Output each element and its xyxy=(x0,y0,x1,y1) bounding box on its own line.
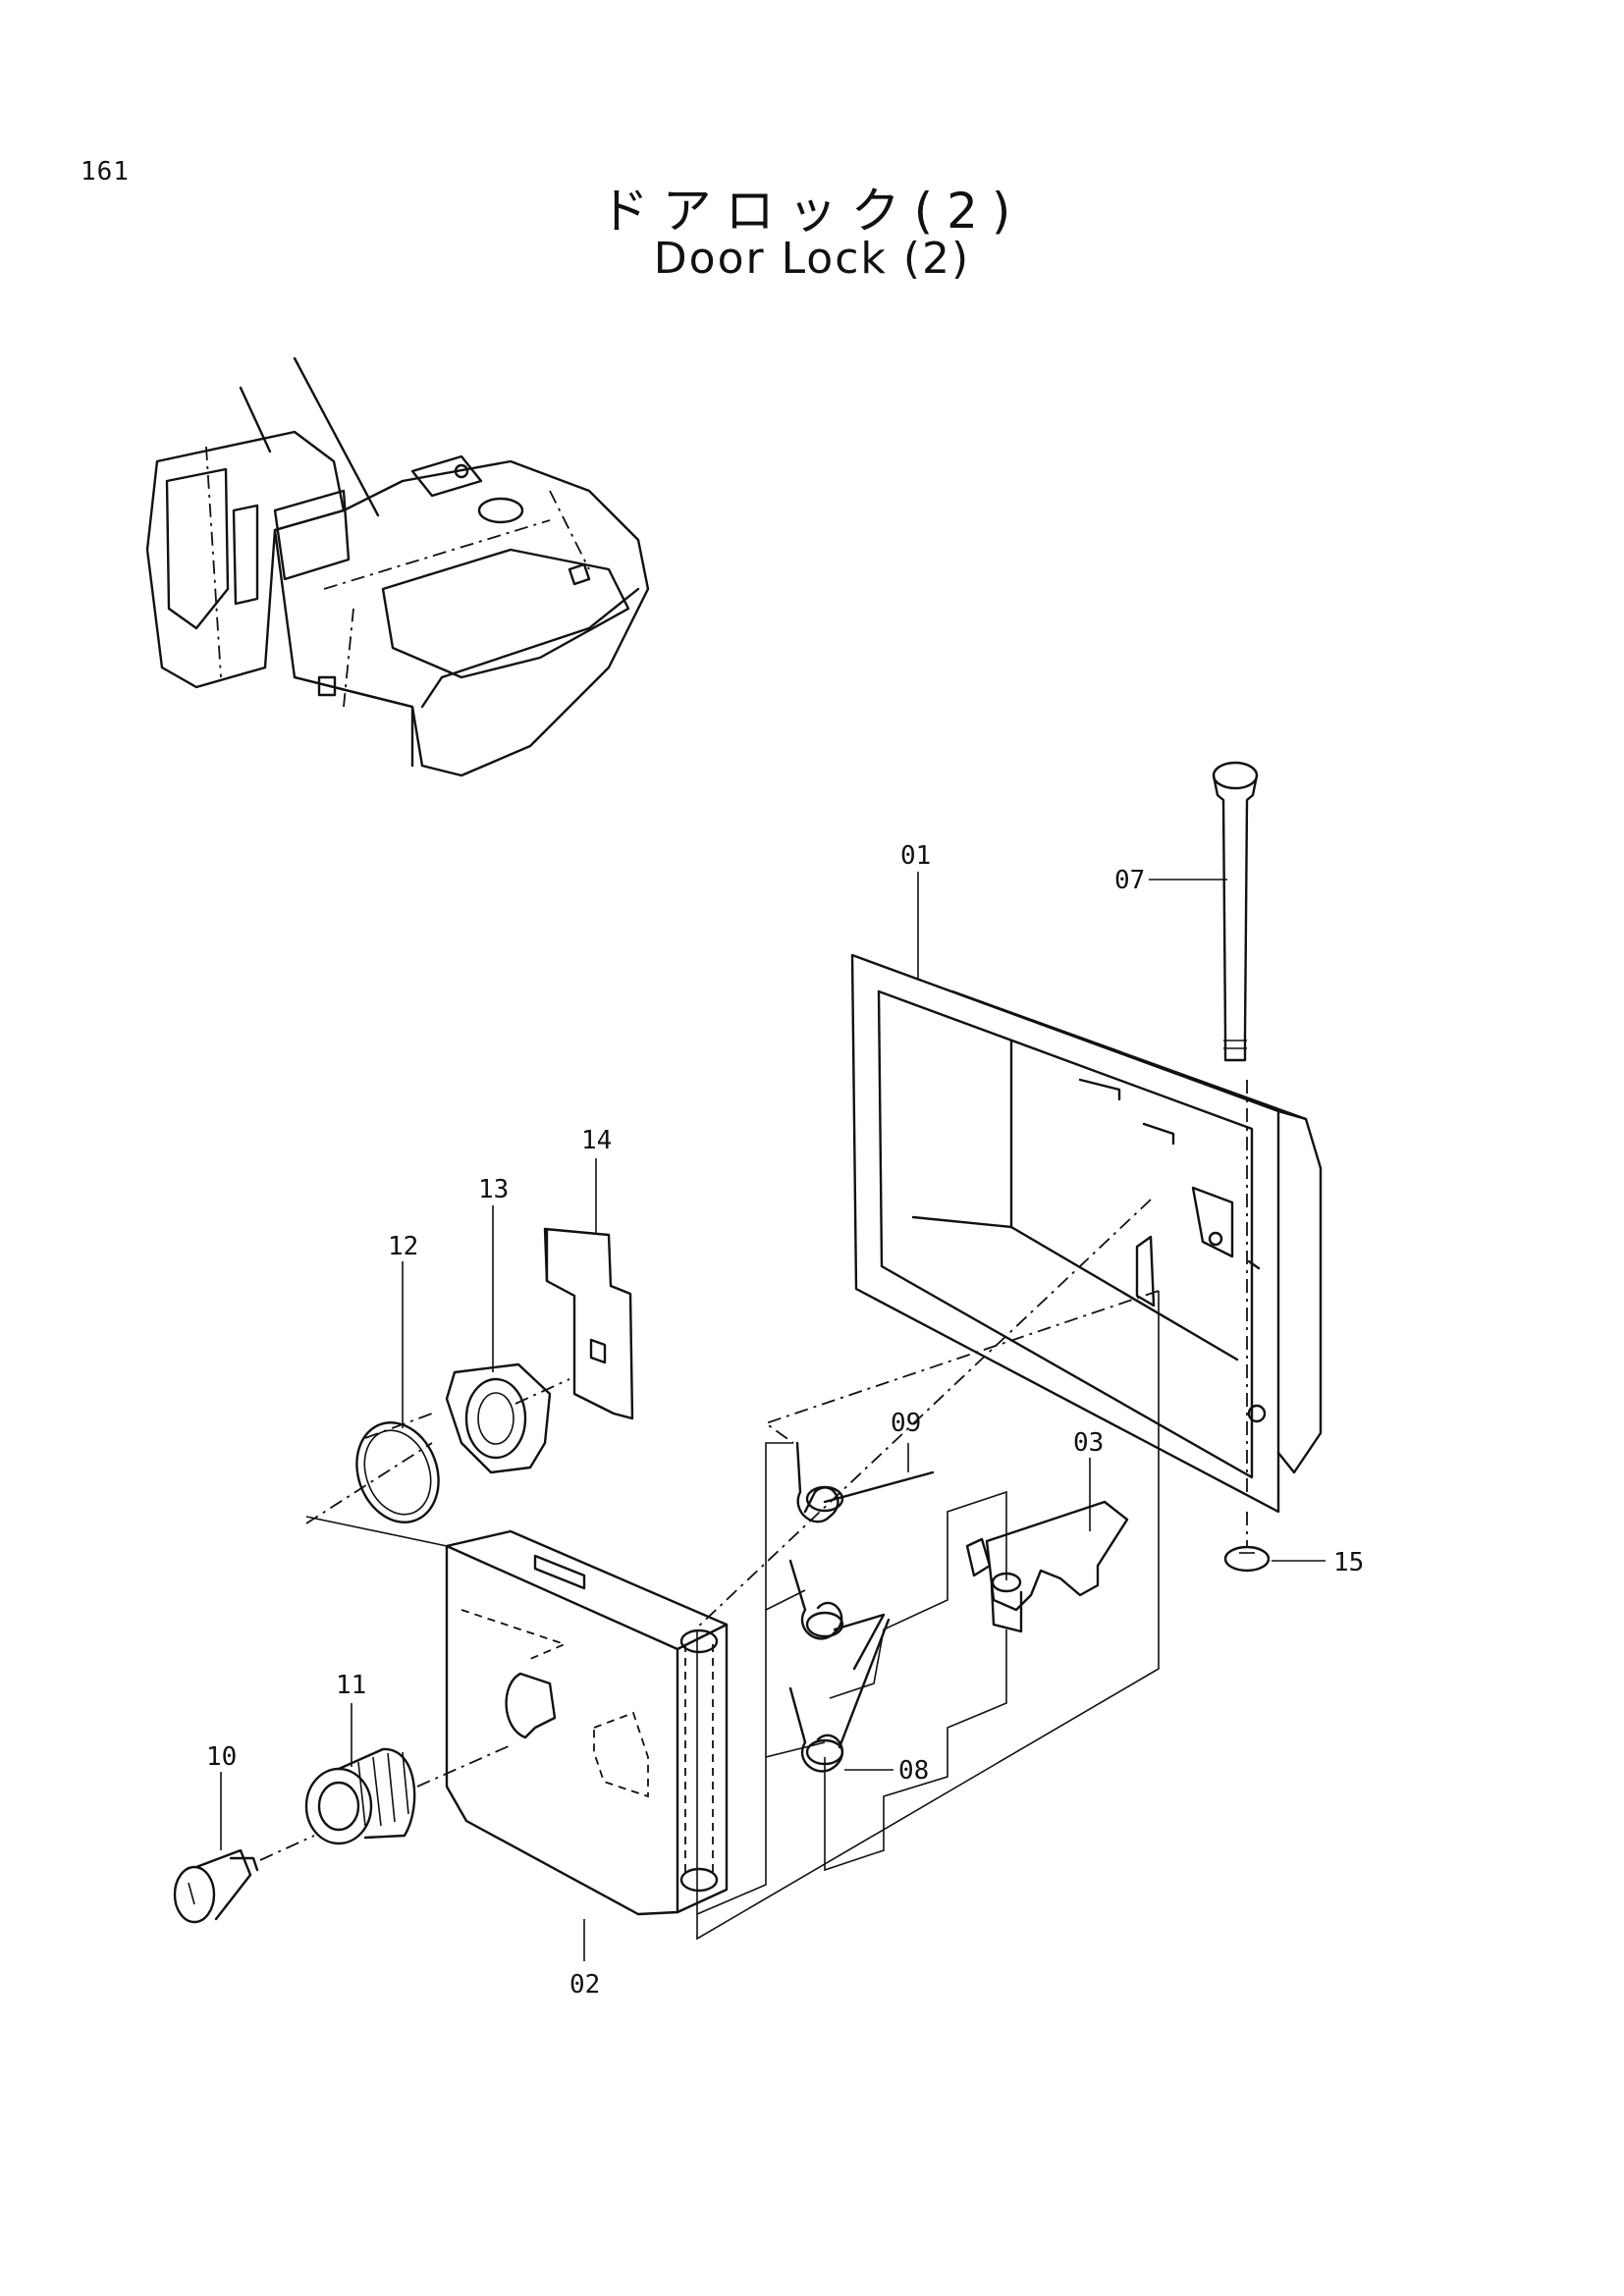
part-14-bracket-plate xyxy=(543,1227,634,1420)
assembly-center-lines xyxy=(259,1199,1160,1941)
part-02-lock-body xyxy=(445,1529,729,1916)
callout-14: 14 xyxy=(581,1126,612,1155)
callout-08: 08 xyxy=(898,1756,929,1786)
part-11-bezel-nut xyxy=(304,1747,416,1845)
callout-11: 11 xyxy=(336,1671,366,1700)
page-number: 161 xyxy=(81,157,130,187)
part-10-key-cylinder xyxy=(173,1848,259,1924)
callout-labels: 01 02 03 07 08 09 10 11 12 13 14 15 xyxy=(206,841,1364,2000)
part-01-lock-housing xyxy=(850,953,1323,1514)
callout-09: 09 xyxy=(891,1409,921,1438)
callout-12: 12 xyxy=(388,1232,418,1261)
part-15-retaining-ring xyxy=(1223,1512,1271,1573)
excavator-overview-illustration xyxy=(145,356,650,777)
part-03-lever xyxy=(965,1500,1129,1633)
part-07-pin xyxy=(1212,761,1259,1492)
callout-leaders xyxy=(220,872,1326,1961)
callout-13: 13 xyxy=(478,1175,509,1204)
callout-15: 15 xyxy=(1333,1548,1364,1577)
part-12-snap-ring xyxy=(355,1421,440,1523)
callout-10: 10 xyxy=(206,1742,237,1772)
callout-02: 02 xyxy=(569,1970,600,2000)
callout-03: 03 xyxy=(1073,1428,1104,1458)
page-title-japanese: ドアロック(2) xyxy=(599,183,1025,240)
part-13-lock-nut xyxy=(445,1362,552,1474)
part-08-09-springs xyxy=(788,1441,935,1773)
callout-07: 07 xyxy=(1114,866,1145,895)
page-title-english: Door Lock (2) xyxy=(653,234,971,284)
callout-01: 01 xyxy=(900,841,931,871)
